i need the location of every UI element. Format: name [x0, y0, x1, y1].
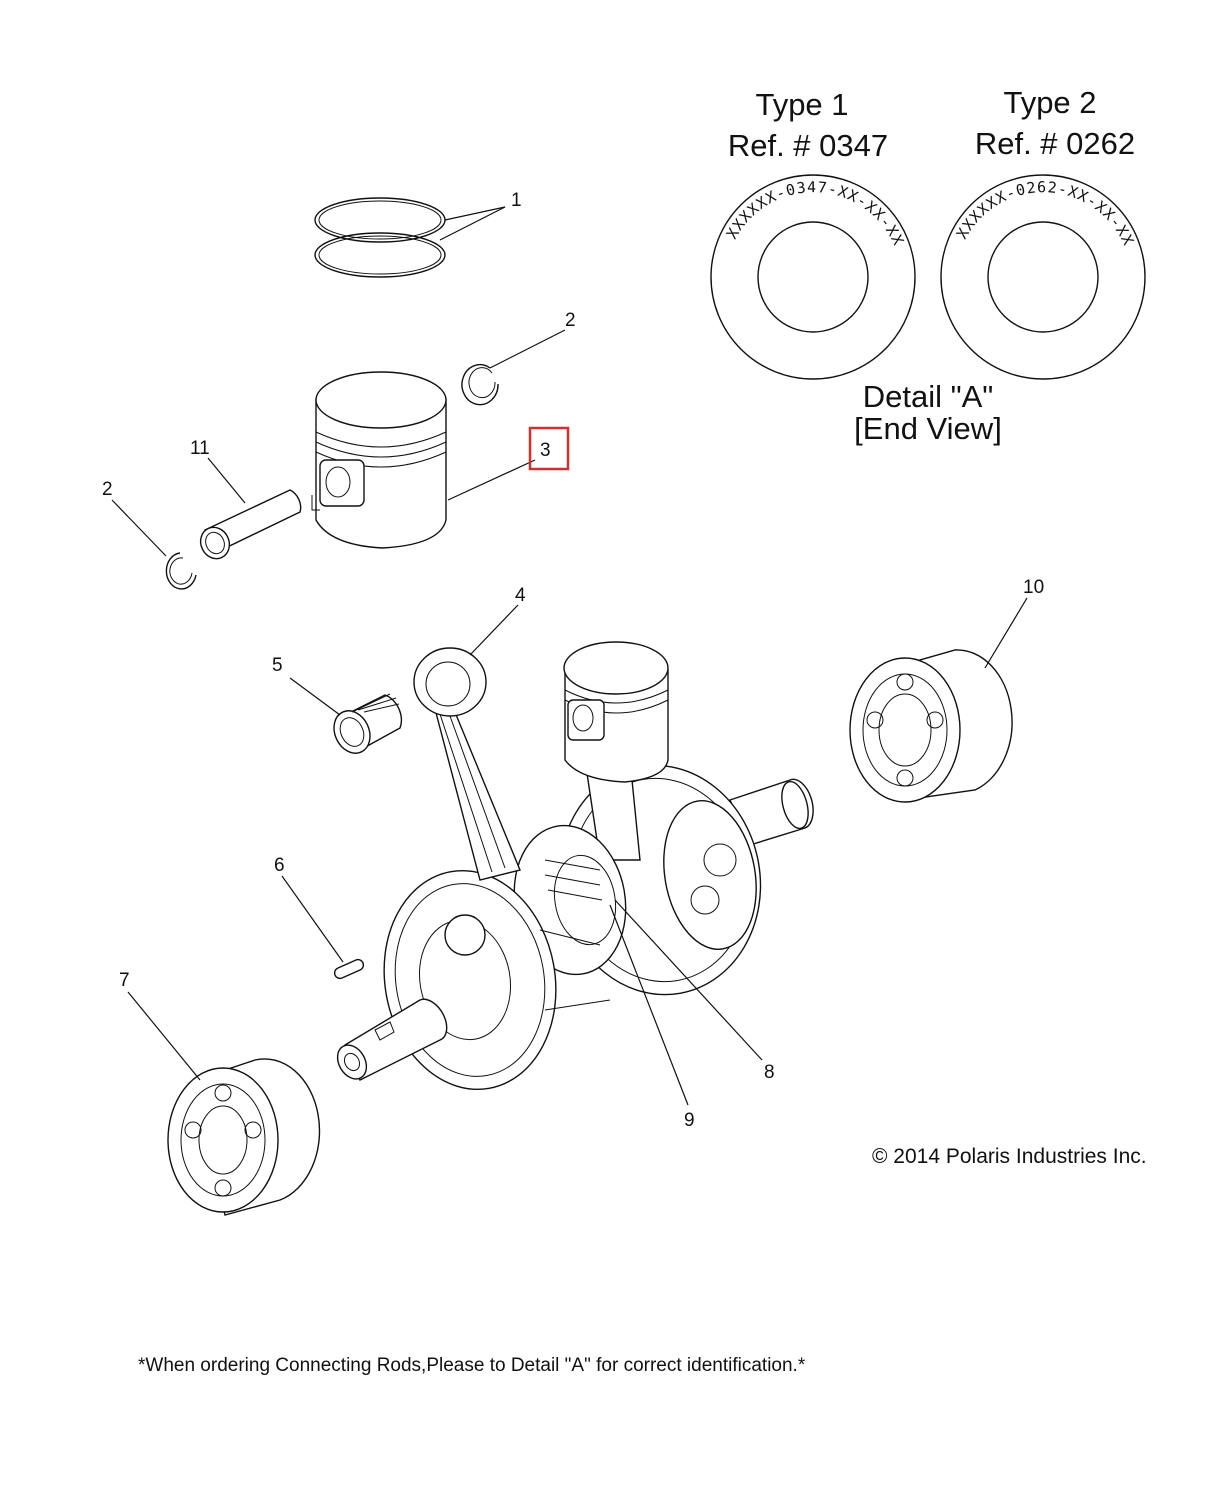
detail-caption-line1: Detail "A" [863, 379, 994, 414]
callout-10: 10 [1023, 577, 1044, 598]
detail-type2-end-view: XXXXXX-0262-XX-XX-XX [940, 174, 1146, 380]
callout-8: 8 [764, 1062, 775, 1083]
main-bearing-right [849, 649, 1013, 803]
type2-ref: Ref. # 0262 [975, 126, 1135, 161]
callout-11: 11 [190, 438, 210, 459]
detail-caption-line2: [End View] [854, 411, 1002, 446]
footer-note: *When ordering Connecting Rods,Please to… [138, 1355, 806, 1376]
detail-type1-end-view: XXXXXX-0347-XX-XX-XX [710, 174, 916, 380]
callout-3-highlight [528, 426, 570, 471]
callout-4: 4 [515, 585, 526, 606]
type1-title: Type 1 [755, 87, 848, 122]
piston [311, 371, 447, 549]
circlip-upper [461, 363, 499, 406]
callout-7: 7 [119, 970, 130, 991]
type2-stamp: XXXXXX-0262-XX-XX-XX [953, 178, 1138, 249]
type1-stamp: XXXXXX-0347-XX-XX-XX [723, 178, 908, 249]
crankshaft-assembly [336, 641, 814, 1091]
circlip-lower [165, 552, 197, 590]
piston-rings [314, 197, 446, 278]
callout-1: 1 [511, 190, 522, 211]
type1-ref: Ref. # 0347 [728, 128, 888, 163]
main-bearing-left [167, 1058, 321, 1216]
callout-3: 3 [540, 440, 551, 461]
needle-bearing [333, 693, 403, 754]
callout-2-lower: 2 [102, 479, 113, 500]
callout-2-upper: 2 [565, 310, 576, 331]
copyright: © 2014 Polaris Industries Inc. [872, 1145, 1147, 1168]
leader-lines [111, 206, 1028, 1106]
type2-title: Type 2 [1003, 85, 1096, 120]
woodruff-key [333, 958, 365, 980]
callout-6: 6 [274, 855, 285, 876]
callout-5: 5 [272, 655, 283, 676]
wrist-pin [199, 489, 302, 560]
callout-9: 9 [684, 1110, 695, 1131]
